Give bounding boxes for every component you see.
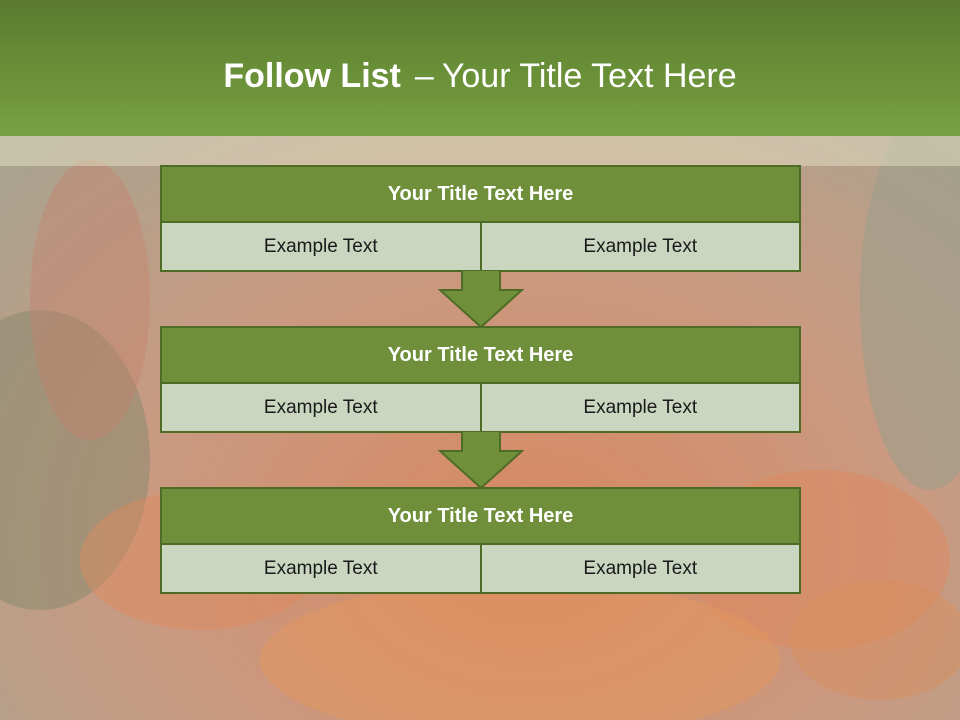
step-block-3: Your Title Text Here Example Text Exampl… [160,487,801,594]
slide-title-separator: – [414,57,434,95]
down-arrow-icon [438,270,524,328]
down-arrow-icon [438,431,524,489]
slide-title-rest: Your Title Text Here [441,57,737,95]
step-cell-left: Example Text [162,384,480,431]
slide-title: Follow List–Your Title Text Here [0,52,960,100]
step-block-1: Your Title Text Here Example Text Exampl… [160,165,801,272]
title-band [0,136,960,166]
step-cell-right: Example Text [479,384,799,431]
step-title: Your Title Text Here [160,326,801,384]
slide-title-bold: Follow List [223,57,401,95]
step-row: Example Text Example Text [160,384,801,433]
step-cell-right: Example Text [479,223,799,270]
step-title: Your Title Text Here [160,165,801,223]
step-cell-left: Example Text [162,545,480,592]
title-bar: Follow List–Your Title Text Here [0,0,960,136]
step-block-2: Your Title Text Here Example Text Exampl… [160,326,801,433]
step-row: Example Text Example Text [160,545,801,594]
step-cell-left: Example Text [162,223,480,270]
step-title: Your Title Text Here [160,487,801,545]
step-row: Example Text Example Text [160,223,801,272]
step-cell-right: Example Text [479,545,799,592]
